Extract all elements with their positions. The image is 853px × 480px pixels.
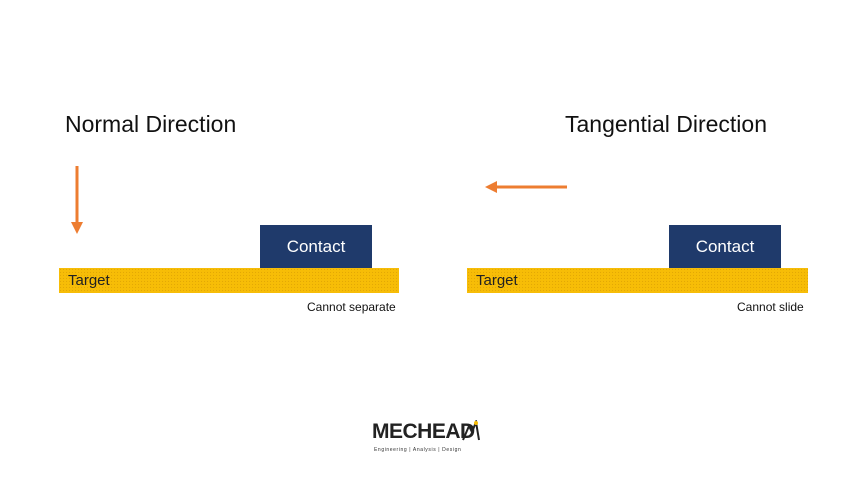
logo-tagline: Engineering | Analysis | Design bbox=[374, 447, 462, 453]
left-arrow-icon bbox=[485, 181, 567, 193]
cannot-separate-caption: Cannot separate bbox=[307, 300, 396, 314]
logo-wordmark: MECHEAD bbox=[372, 420, 475, 443]
contact-block: Contact bbox=[669, 225, 781, 268]
cannot-slide-caption: Cannot slide bbox=[737, 300, 804, 314]
target-label: Target bbox=[476, 272, 518, 289]
normal-direction-heading: Normal Direction bbox=[65, 111, 237, 137]
target-bar: Target bbox=[59, 268, 399, 293]
tangential-direction-heading: Tangential Direction bbox=[565, 111, 768, 137]
mechead-logo: MECHEAD Engineering | Analysis | Design bbox=[372, 420, 482, 460]
contact-label: Contact bbox=[695, 236, 755, 256]
target-label: Target bbox=[68, 272, 110, 289]
down-arrow-icon bbox=[71, 166, 83, 234]
logo-mark-icon bbox=[462, 420, 480, 441]
target-bar: Target bbox=[467, 268, 808, 293]
contact-block: Contact bbox=[260, 225, 372, 268]
contact-label: Contact bbox=[286, 236, 346, 256]
